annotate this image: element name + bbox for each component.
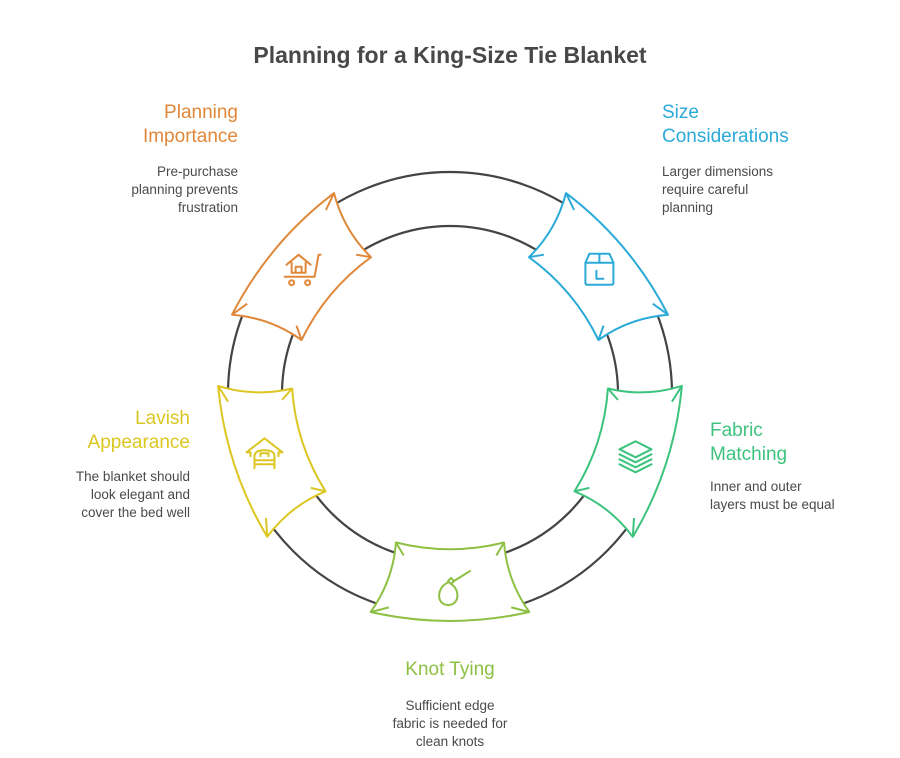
desc-line: clean knots	[415, 734, 485, 749]
diagram-title: Planning for a King-Size Tie Blanket	[253, 42, 647, 68]
step-title-lavish: Lavish Appearance	[20, 407, 190, 455]
segment-fold	[265, 486, 326, 537]
step-desc-fabric: Inner and outer layers must be equal	[710, 478, 890, 514]
segment-fold	[607, 385, 683, 403]
step-desc-planning: Pre-purchase planning prevents frustrati…	[78, 163, 238, 217]
desc-line: The blanket should	[75, 469, 190, 484]
segment-fold	[324, 192, 372, 259]
step-title-knot: Knot Tying	[340, 658, 560, 682]
segment-fold	[574, 486, 635, 537]
title-line: Size	[662, 102, 699, 123]
desc-line: planning	[662, 200, 714, 215]
desc-line: planning prevents	[131, 182, 238, 197]
desc-line: fabric is needed for	[392, 716, 508, 731]
house-bed-icon	[245, 437, 284, 470]
step-title-fabric: Fabric Matching	[710, 419, 890, 467]
title-line: Considerations	[662, 126, 789, 147]
step-desc-lavish: The blanket should look elegant and cove…	[20, 468, 190, 522]
title-line: Importance	[142, 126, 238, 147]
step-desc-size: Larger dimensions require careful planni…	[662, 163, 862, 217]
title-line: Fabric	[710, 420, 763, 441]
desc-line: Larger dimensions	[662, 164, 774, 179]
title-line: Matching	[710, 444, 788, 465]
step-title-size: Size Considerations	[662, 101, 862, 149]
segment-fold	[231, 302, 303, 341]
desc-line: Sufficient edge	[405, 698, 495, 713]
segment-size	[528, 192, 669, 341]
title-line: Planning	[164, 102, 238, 123]
house-cart-icon	[283, 253, 322, 287]
title-line: Lavish	[135, 408, 190, 429]
desc-line: look elegant and	[90, 487, 190, 502]
title-line: Appearance	[87, 432, 190, 453]
desc-line: Inner and outer	[710, 479, 802, 494]
layers-icon	[618, 440, 653, 474]
segment-fold	[217, 385, 293, 403]
desc-line: layers must be equal	[710, 497, 835, 512]
desc-line: require careful	[662, 182, 749, 197]
step-title-planning: Planning Importance	[80, 101, 238, 149]
segment-fold	[528, 192, 576, 259]
segment-fold	[597, 302, 669, 341]
desc-line: frustration	[177, 200, 238, 215]
step-desc-knot: Sufficient edge fabric is needed for cle…	[340, 697, 560, 751]
segment-fold	[370, 541, 405, 613]
segment-fabric	[573, 384, 683, 538]
box-icon	[584, 252, 615, 286]
segment-lavish	[217, 384, 327, 538]
segment-fold	[495, 541, 530, 613]
desc-line: cover the bed well	[81, 505, 190, 520]
title-line: Knot Tying	[405, 659, 495, 680]
knot-icon	[438, 570, 471, 606]
desc-line: Pre-purchase	[156, 164, 238, 179]
